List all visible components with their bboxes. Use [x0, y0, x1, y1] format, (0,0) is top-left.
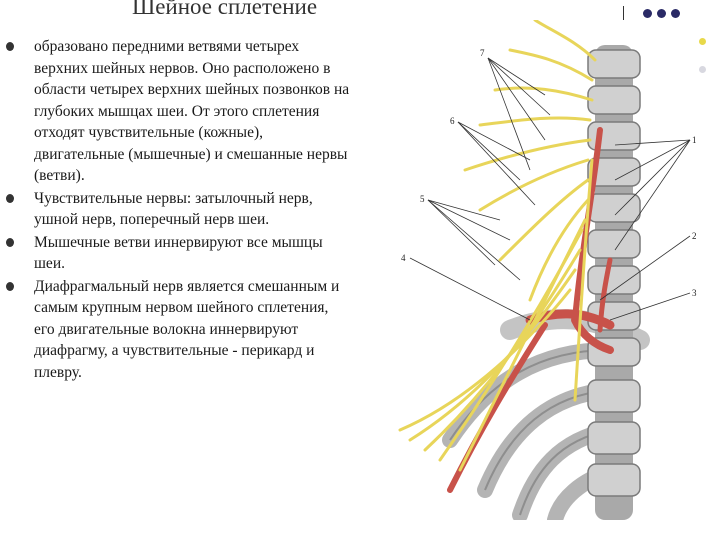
figure-label: 2 [692, 231, 697, 241]
decor-dot-icon [699, 66, 706, 73]
bullet-text: образовано передними ветвями четырех вер… [34, 38, 350, 184]
figure-labels: 7 6 5 4 1 2 3 [401, 48, 697, 298]
bullet-text: Чувствительные нервы: затылочный нерв, у… [34, 189, 313, 229]
slide-title: Шейное сплетение [132, 0, 318, 19]
nav-dot-icon [671, 8, 680, 18]
bullet-list: образовано передними ветвями четырех вер… [6, 36, 351, 384]
nav-divider [623, 6, 624, 20]
bullet-icon [6, 237, 14, 247]
list-item: Диафрагмальный нерв является смешанным и… [6, 276, 351, 384]
bullet-icon [6, 42, 14, 51]
bullet-text: Диафрагмальный нерв является смешанным и… [34, 277, 340, 381]
bullet-icon [6, 193, 14, 203]
list-item: Мышечные ветви иннервируют все мышцы шеи… [6, 232, 351, 275]
figure-label: 1 [692, 135, 697, 145]
decor-dot-icon [699, 38, 706, 45]
nav-dot-icon [657, 8, 666, 18]
nav-dot-icon [643, 8, 652, 18]
figure-label: 7 [480, 48, 485, 58]
figure-label: 6 [450, 116, 455, 126]
bullet-text: Мышечные ветви иннервируют все мышцы шеи… [34, 233, 323, 273]
figure-label: 3 [692, 288, 697, 298]
bullet-icon [6, 281, 14, 291]
leader-lines [409, 57, 691, 321]
spine [587, 45, 641, 520]
nerves [398, 20, 597, 472]
list-item: Чувствительные нервы: затылочный нерв, у… [6, 188, 351, 231]
slide-nav [623, 6, 680, 20]
list-item: образовано передними ветвями четырех вер… [6, 36, 351, 187]
figure-label: 5 [420, 194, 425, 204]
cervical-plexus-illustration: 7 6 5 4 1 2 3 [398, 20, 697, 520]
figure-label: 4 [401, 253, 406, 263]
